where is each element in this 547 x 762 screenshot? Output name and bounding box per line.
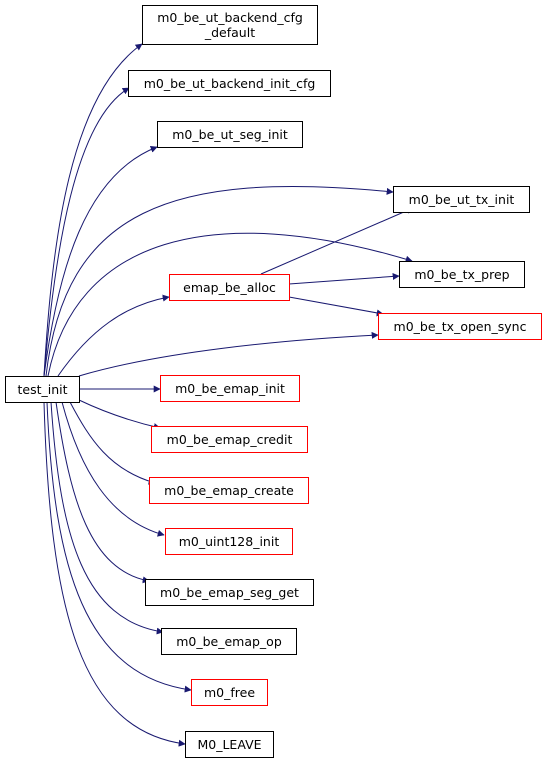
edge-test_init-to-seg_init <box>43 146 158 377</box>
edge-test_init-to-tx_open_sync <box>78 331 379 377</box>
node-tx_init[interactable]: m0_be_ut_tx_init <box>393 186 530 213</box>
edge-test_init-to-emap_op <box>50 401 164 635</box>
edge-test_init-to-tx_prep <box>47 232 413 377</box>
node-box <box>161 628 297 655</box>
edge-test_init-to-cfg_default <box>43 43 143 377</box>
node-box <box>191 679 268 706</box>
edge-test_init-to-tx_init <box>45 185 394 377</box>
node-box <box>160 375 300 402</box>
edge-test_init-to-emap_credit <box>78 399 161 431</box>
node-label: m0_be_ut_backend_init_cfg <box>144 76 316 91</box>
node-box <box>145 579 314 606</box>
node-label: m0_be_tx_open_sync <box>394 319 527 334</box>
node-emap_seg_get[interactable]: m0_be_emap_seg_get <box>145 579 314 606</box>
node-emap_credit[interactable]: m0_be_emap_credit <box>151 426 308 453</box>
node-box <box>185 731 274 758</box>
node-tx_open_sync[interactable]: m0_be_tx_open_sync <box>378 313 542 340</box>
node-label: m0_be_ut_seg_init <box>172 127 288 142</box>
edge-test_init-to-m0_leave <box>43 401 186 747</box>
node-uint128_init[interactable]: m0_uint128_init <box>165 528 293 555</box>
edge-test_init-to-m0_free <box>46 401 192 693</box>
edge-test_init-to-emap_seg_get <box>55 401 150 584</box>
node-label: m0_be_emap_seg_get <box>160 585 299 600</box>
node-box <box>165 528 293 555</box>
node-cfg_default[interactable]: m0_be_ut_backend_cfg_default <box>142 5 318 45</box>
node-box <box>5 376 80 403</box>
node-box <box>142 5 318 45</box>
node-box <box>149 477 309 504</box>
node-emap_be_alloc[interactable]: emap_be_alloc <box>169 274 290 301</box>
node-emap_create[interactable]: m0_be_emap_create <box>149 477 309 504</box>
edge-test_init-to-init_cfg <box>43 87 130 377</box>
node-label: m0_free <box>204 685 255 700</box>
node-label: test_init <box>17 382 67 397</box>
node-box <box>378 313 542 340</box>
node-m0_free[interactable]: m0_free <box>191 679 268 706</box>
node-tx_prep[interactable]: m0_be_tx_prep <box>399 261 525 288</box>
node-init_cfg[interactable]: m0_be_ut_backend_init_cfg <box>128 70 331 97</box>
edges <box>43 43 414 747</box>
node-box <box>399 261 525 288</box>
node-box <box>157 121 303 148</box>
node-box <box>169 274 290 301</box>
edge-test_init-to-uint128_init <box>61 401 165 537</box>
node-label: m0_be_emap_create <box>164 483 294 498</box>
edge-test_init-to-emap_be_alloc <box>57 294 170 377</box>
node-emap_op[interactable]: m0_be_emap_op <box>161 628 297 655</box>
node-label: m0_be_ut_backend_cfg <box>157 10 303 25</box>
node-m0_leave[interactable]: M0_LEAVE <box>185 731 274 758</box>
node-test_init[interactable]: test_init <box>5 376 80 403</box>
node-label: m0_be_emap_op <box>176 634 282 649</box>
node-label: emap_be_alloc <box>183 280 276 295</box>
edge-emap_be_alloc-to-tx_prep <box>288 272 400 285</box>
node-label: m0_uint128_init <box>179 534 280 549</box>
edge-test_init-to-emap_create <box>69 401 156 485</box>
node-emap_init[interactable]: m0_be_emap_init <box>160 375 300 402</box>
node-label: m0_be_emap_init <box>175 381 285 396</box>
edge-emap_be_alloc-to-tx_open_sync <box>288 296 384 317</box>
node-seg_init[interactable]: m0_be_ut_seg_init <box>157 121 303 148</box>
node-label: _default <box>204 25 255 40</box>
node-box <box>128 70 331 97</box>
node-box <box>393 186 530 213</box>
node-label: m0_be_emap_credit <box>167 432 293 447</box>
node-box <box>151 426 308 453</box>
edge-emap_be_alloc-to-tx_init <box>260 207 414 275</box>
node-label: m0_be_ut_tx_init <box>409 192 515 207</box>
nodes: test_initm0_be_ut_backend_cfg_defaultm0_… <box>5 5 542 758</box>
node-label: M0_LEAVE <box>197 737 261 752</box>
node-label: m0_be_tx_prep <box>414 267 509 282</box>
